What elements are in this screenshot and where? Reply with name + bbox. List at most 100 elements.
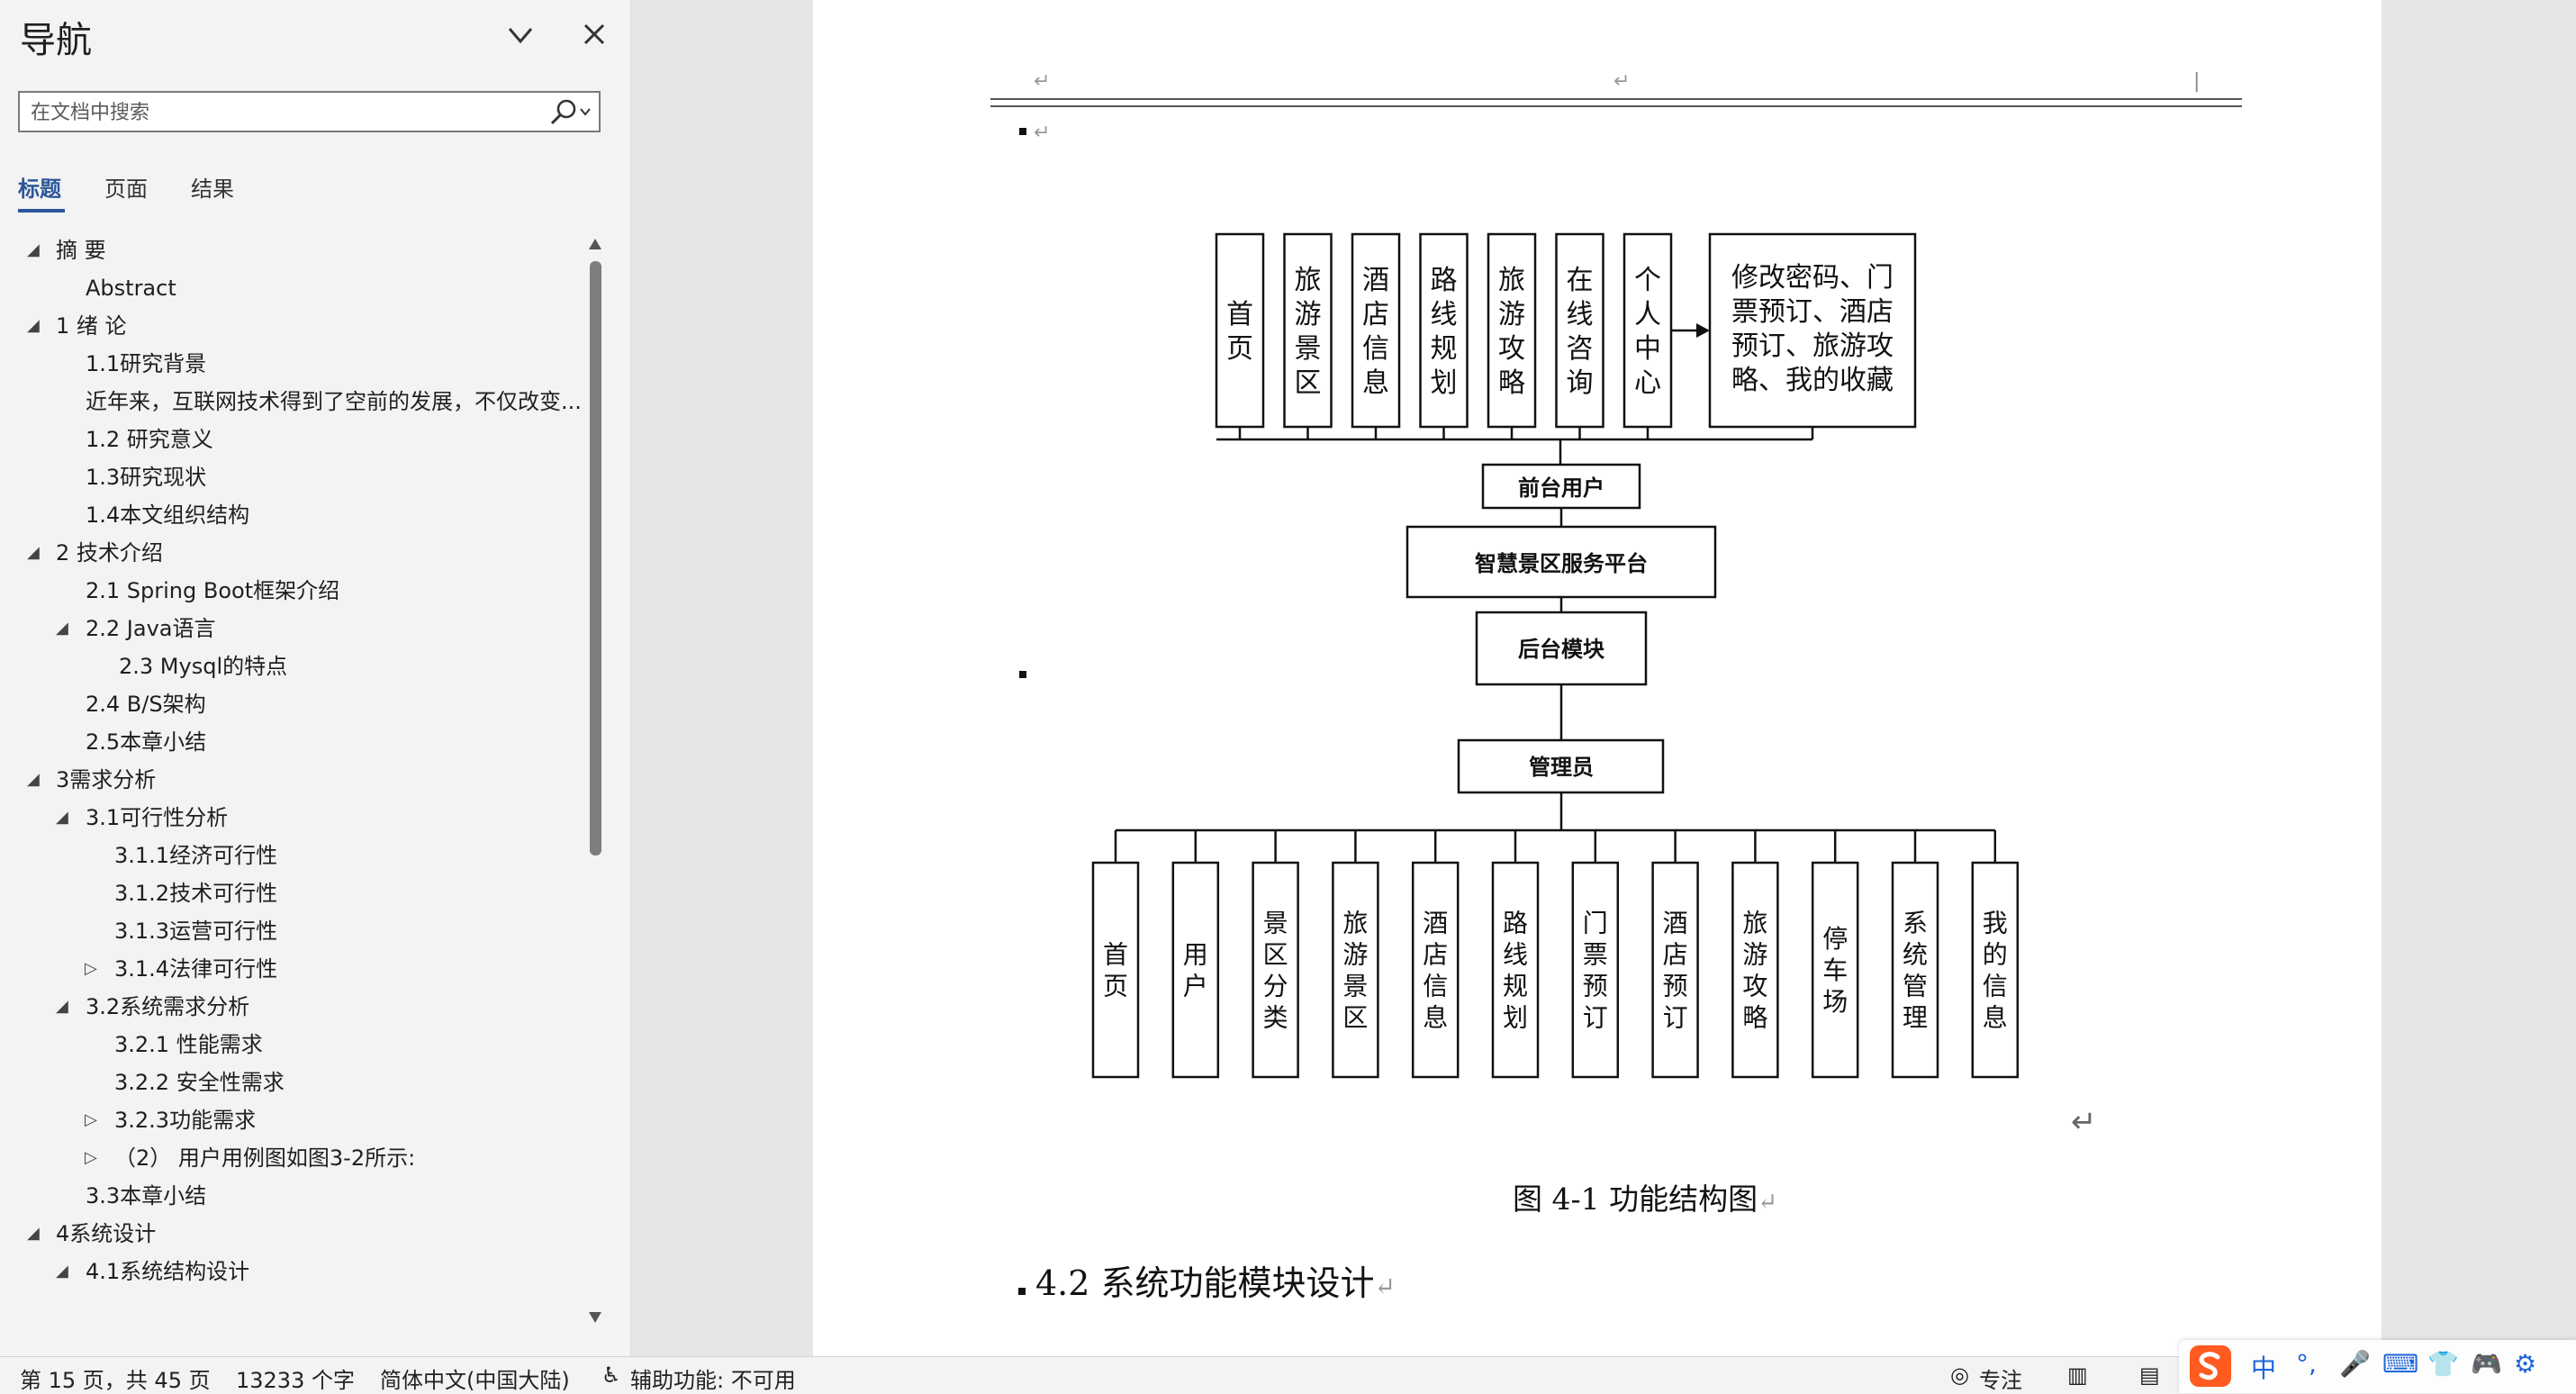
nav-heading-item[interactable]: 3.2系统需求分析 xyxy=(86,994,250,1019)
nav-heading-item[interactable]: 1.1研究背景 xyxy=(86,351,207,376)
nav-heading-item[interactable]: 1.3研究现状 xyxy=(86,465,207,490)
paragraph-mark: | xyxy=(2193,70,2201,93)
vertical-box-label: 酒店预订 xyxy=(1663,909,1688,1033)
expanded-arrow-icon[interactable]: ◢ xyxy=(56,619,68,638)
backend-box xyxy=(1475,611,1648,686)
toolbox-icon[interactable]: 🎮 xyxy=(2471,1349,2502,1379)
ime-toolbar: 中 °, 🎤 ⌨ 👕 🎮 ⚙ xyxy=(2179,1340,2576,1393)
collapsed-arrow-icon[interactable]: ▷ xyxy=(85,1148,97,1167)
expanded-arrow-icon[interactable]: ◢ xyxy=(27,316,40,335)
read-mode-icon[interactable]: ▥ xyxy=(2067,1362,2088,1388)
tab-headings[interactable]: 标题 xyxy=(18,177,61,202)
nav-heading-item[interactable]: 4.1系统结构设计 xyxy=(86,1259,250,1284)
ime-mode[interactable]: 中 xyxy=(2251,1353,2277,1383)
nav-heading-item[interactable]: 1 绪 论 xyxy=(56,313,127,339)
expanded-arrow-icon[interactable]: ◢ xyxy=(56,997,68,1016)
detail-label-line: 修改密码、门 xyxy=(1731,262,1894,294)
admin-module-box xyxy=(1651,861,1699,1079)
scrollbar-thumb[interactable] xyxy=(590,261,601,855)
heading-text: 4.2 系统功能模块设计 xyxy=(1035,1263,1375,1303)
microphone-icon[interactable]: 🎤 xyxy=(2339,1349,2371,1379)
nav-heading-item[interactable]: 3.1.4法律可行性 xyxy=(114,956,278,982)
nav-heading-item[interactable]: （2） 用户用例图如图3-2所示: xyxy=(114,1145,416,1171)
print-layout-icon[interactable]: ▤ xyxy=(2139,1362,2160,1388)
front-user-label: 前台用户 xyxy=(1518,475,1604,501)
nav-title: 导航 xyxy=(20,20,92,61)
accessibility-status[interactable]: 辅助功能: 不可用 xyxy=(630,1368,796,1393)
nav-heading-item[interactable]: 3.2.3功能需求 xyxy=(114,1108,257,1133)
backend-label: 后台模块 xyxy=(1518,637,1604,662)
navigation-pane: 导航 标题 页面 结果 ◢ 摘 要 Abstract ◢ 1 绪 论 1.1研究背景近年来… xyxy=(0,0,631,1356)
tab-results[interactable]: 结果 xyxy=(191,177,234,202)
caption-text: 图 4-1 功能结构图 xyxy=(1513,1181,1758,1217)
nav-heading-item[interactable]: 1.2 研究意义 xyxy=(86,427,213,452)
detail-label-line: 票预订、酒店 xyxy=(1731,296,1894,328)
nav-heading-item[interactable]: Abstract xyxy=(86,276,176,301)
expanded-arrow-icon[interactable]: ◢ xyxy=(27,543,40,562)
nav-heading-item[interactable]: 4系统设计 xyxy=(56,1221,157,1246)
search-icon[interactable] xyxy=(547,98,593,127)
nav-heading-item[interactable]: 1.4本文组织结构 xyxy=(86,502,250,528)
punctuation-icon[interactable]: °, xyxy=(2296,1349,2317,1379)
front-module-box xyxy=(1419,232,1469,429)
expanded-arrow-icon[interactable]: ◢ xyxy=(27,1224,40,1243)
figure-caption: 图 4-1 功能结构图↵ xyxy=(1513,1181,1777,1217)
expanded-arrow-icon[interactable]: ◢ xyxy=(27,240,40,259)
vertical-box-label: 旅游景区 xyxy=(1295,265,1322,399)
vertical-box-label: 首页 xyxy=(1103,940,1128,1001)
admin-module-box xyxy=(1171,861,1220,1079)
focus-mode-button[interactable]: 专注 xyxy=(1979,1368,2022,1393)
nav-heading-item[interactable]: 2.5本章小结 xyxy=(86,729,207,755)
scroll-up-icon[interactable] xyxy=(588,236,602,252)
nav-heading-item[interactable]: 3.1可行性分析 xyxy=(86,805,229,830)
expanded-arrow-icon[interactable]: ◢ xyxy=(56,1262,68,1281)
sogou-logo-icon[interactable] xyxy=(2188,1344,2233,1389)
paragraph-mark: ↵ xyxy=(1034,122,1051,144)
nav-heading-item[interactable]: 2.3 Mysql的特点 xyxy=(119,654,288,679)
arrow-head xyxy=(1696,323,1710,338)
accessibility-icon: ♿ xyxy=(601,1362,621,1388)
active-tab-indicator xyxy=(18,209,65,213)
focus-icon: ◎ xyxy=(1950,1362,1969,1388)
keyboard-icon[interactable]: ⌨ xyxy=(2382,1349,2419,1379)
vertical-box-label: 酒店信息 xyxy=(1362,265,1389,399)
nav-heading-item[interactable]: 2.4 B/S架构 xyxy=(86,692,206,717)
paragraph-mark: ↵ xyxy=(1613,70,1631,93)
vertical-box-label: 酒店信息 xyxy=(1423,909,1448,1033)
nav-heading-item[interactable]: 2.1 Spring Boot框架介绍 xyxy=(86,578,340,603)
vertical-box-label: 个人中心 xyxy=(1634,265,1661,399)
expanded-arrow-icon[interactable]: ◢ xyxy=(56,808,68,827)
page-count[interactable]: 第 15 页，共 45 页 xyxy=(20,1368,211,1393)
nav-heading-item[interactable]: 3.3本章小结 xyxy=(86,1183,207,1208)
nav-heading-item[interactable]: 2.2 Java语言 xyxy=(86,616,216,641)
collapsed-arrow-icon[interactable]: ▷ xyxy=(85,1110,97,1129)
nav-heading-item[interactable]: 3.2.1 性能需求 xyxy=(114,1032,263,1057)
vertical-box-label: 路线规划 xyxy=(1503,909,1528,1033)
language-indicator[interactable]: 简体中文(中国大陆) xyxy=(380,1368,570,1393)
nav-heading-item[interactable]: 摘 要 xyxy=(56,238,106,263)
search-box xyxy=(18,91,601,132)
admin-module-box xyxy=(1252,861,1299,1079)
nav-heading-item[interactable]: 3.2.2 安全性需求 xyxy=(114,1070,285,1095)
tab-pages[interactable]: 页面 xyxy=(104,177,148,202)
nav-heading-item[interactable]: 3需求分析 xyxy=(56,767,157,792)
settings-icon[interactable]: ⚙ xyxy=(2514,1349,2537,1379)
chevron-down-icon[interactable] xyxy=(502,20,538,52)
word-count[interactable]: 13233 个字 xyxy=(236,1368,355,1393)
paragraph-mark: ↵ xyxy=(2071,1104,2097,1140)
paragraph-mark: ↵ xyxy=(1034,70,1051,93)
nav-heading-item[interactable]: 3.1.2技术可行性 xyxy=(114,881,278,906)
nav-heading-item[interactable]: 3.1.1经济可行性 xyxy=(114,843,278,868)
nav-heading-item[interactable]: 近年来，互联网技术得到了空前的发展，不仅改变... xyxy=(86,389,582,414)
vertical-box-label: 旅游景区 xyxy=(1342,909,1368,1033)
collapsed-arrow-icon[interactable]: ▷ xyxy=(85,959,97,978)
close-icon[interactable] xyxy=(576,16,612,52)
header-rule xyxy=(990,98,2242,107)
skin-icon[interactable]: 👕 xyxy=(2427,1349,2459,1379)
nav-heading-item[interactable]: 3.1.3运营可行性 xyxy=(114,919,278,944)
expanded-arrow-icon[interactable]: ◢ xyxy=(27,770,40,789)
scroll-down-icon[interactable] xyxy=(588,1309,602,1326)
nav-heading-item[interactable]: 2 技术介绍 xyxy=(56,540,163,566)
platform-label: 智慧景区服务平台 xyxy=(1475,551,1648,576)
search-input[interactable] xyxy=(29,96,546,129)
